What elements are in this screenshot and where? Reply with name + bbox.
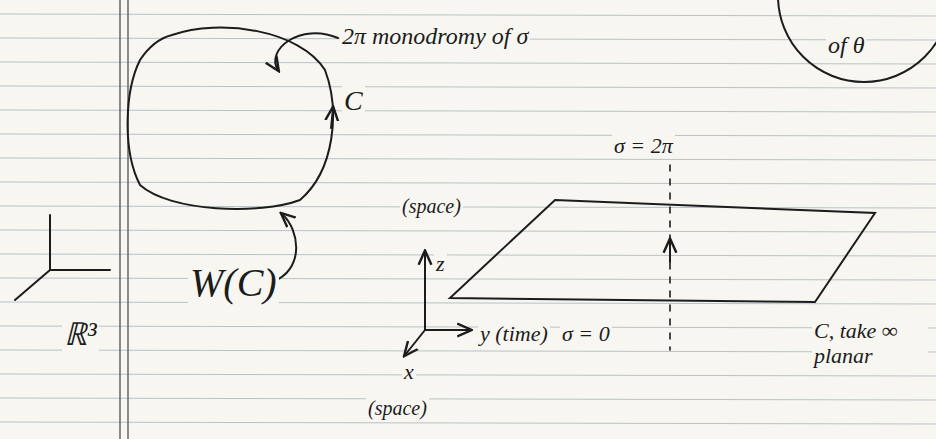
axis-name: z — [434, 252, 447, 275]
note: C, take ∞ planar — [812, 318, 928, 369]
space-name: ℝ³ — [62, 318, 99, 352]
value-label: σ = 2π — [612, 134, 675, 157]
axis-note: (space) — [400, 196, 463, 217]
value-label: σ = 0 — [560, 322, 612, 345]
loop-c — [128, 28, 333, 209]
axis-name: x — [402, 360, 416, 383]
axis-note: (space) — [366, 398, 429, 419]
circle-region: of θ — [776, 0, 936, 84]
region-text: of θ — [826, 32, 866, 59]
annotation: 2π monodromy of σ — [340, 24, 530, 49]
curve-name: C — [342, 86, 365, 115]
plane — [450, 200, 875, 302]
operator-name: W(C) — [188, 262, 279, 304]
axis-name: y (time) — [478, 322, 550, 345]
